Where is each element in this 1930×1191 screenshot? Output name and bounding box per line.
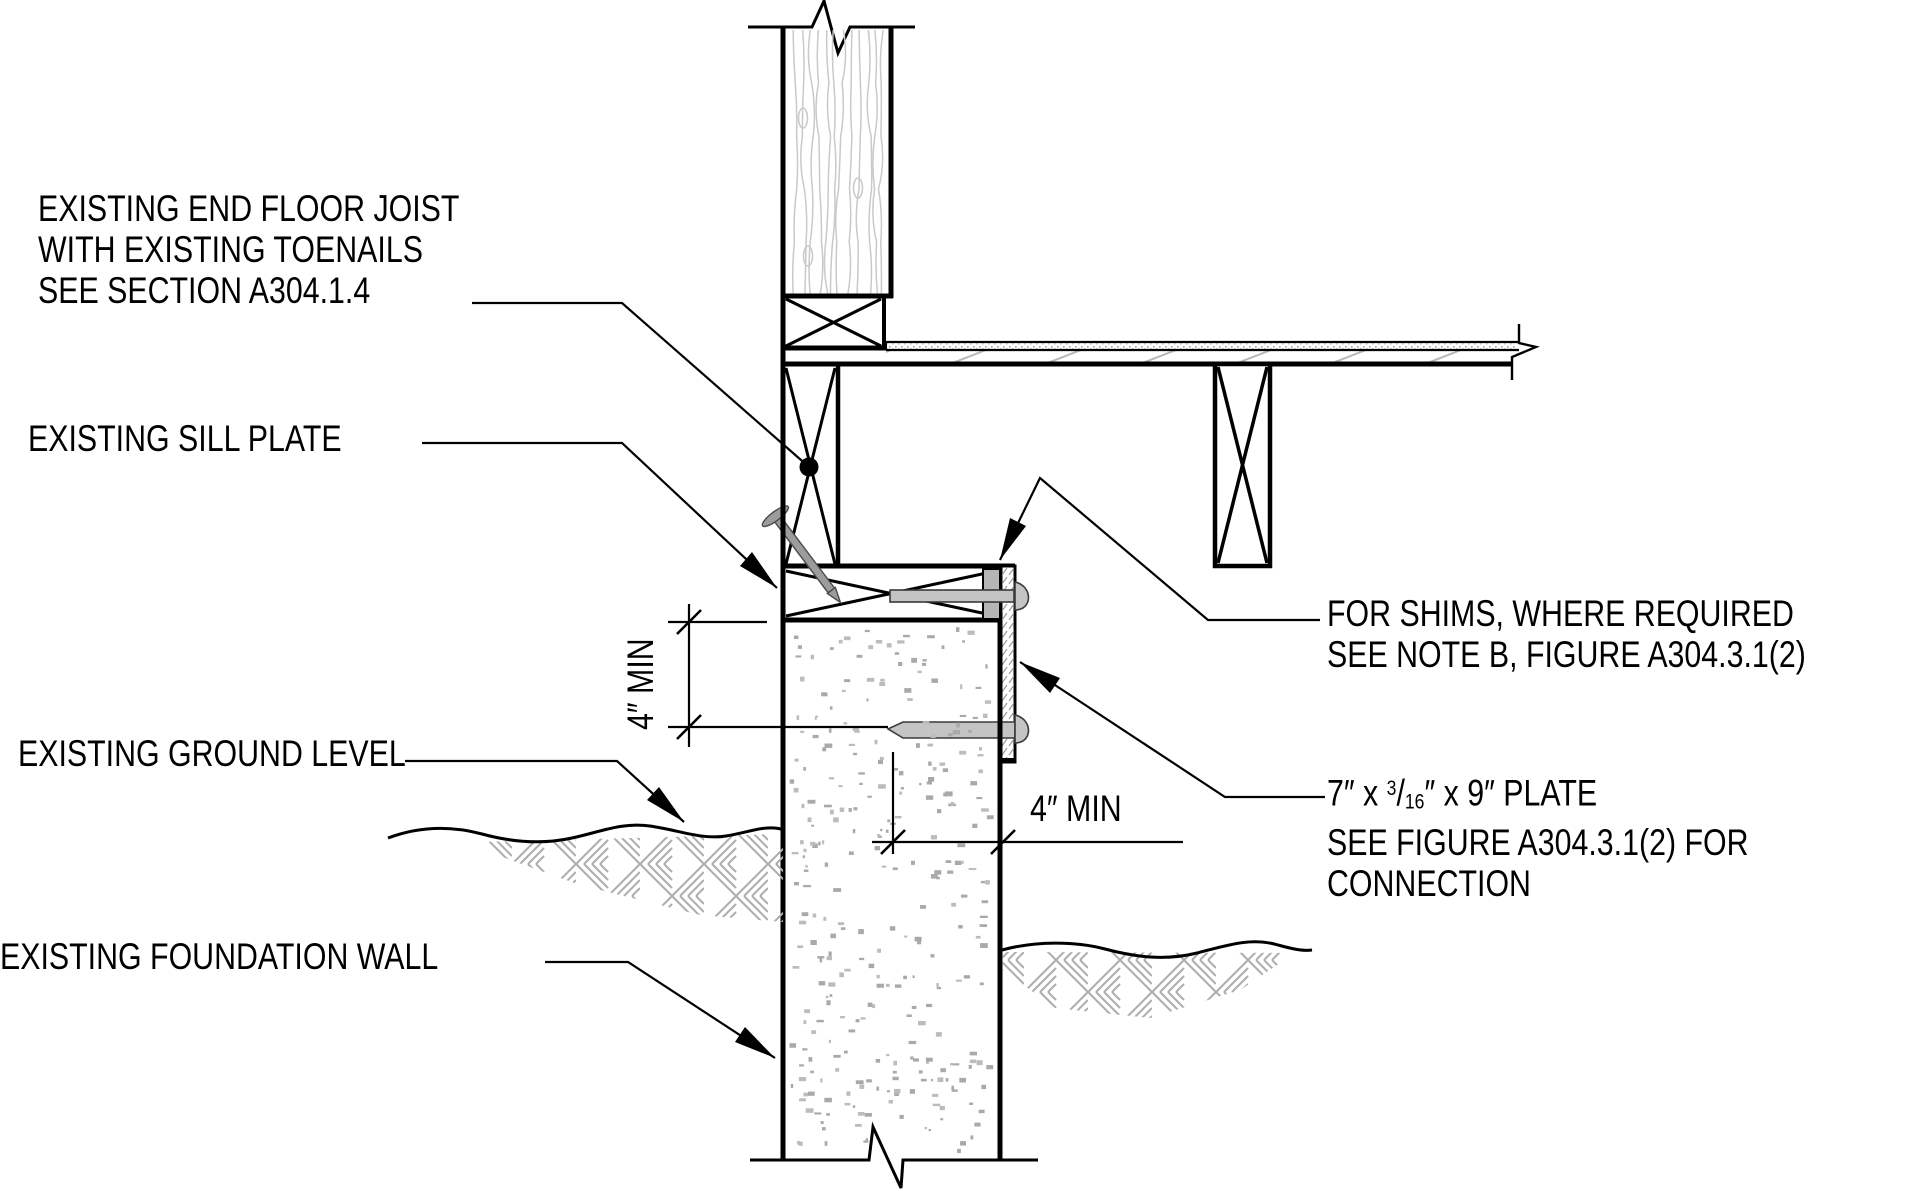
arrowhead-plate [1020,662,1060,693]
arrowhead-shims [1000,518,1026,560]
arrowhead-ground-level [647,787,684,822]
label-shims: FOR SHIMS, WHERE REQUIRED SEE NOTE B, FI… [1327,593,1806,675]
wall-bottom-plate [781,296,886,351]
fraction-numerator: 3 [1386,776,1397,800]
bottom-break-line [750,1121,1038,1189]
leader-shims [999,476,1320,622]
anchor-bolt [886,714,1030,744]
wood-grain [791,29,884,294]
label-line: SEE NOTE B, FIGURE A304.3.1(2) [1327,634,1806,675]
dimension-text-vertical: 4″ MIN [620,638,661,730]
dimension-text-horizontal: 4″ MIN [1030,788,1122,829]
label-line: EXISTING END FLOOR JOIST [38,188,460,229]
arrowhead-sill-plate [740,552,777,588]
label-ground-level: EXISTING GROUND LEVEL [18,733,406,774]
lag-screw [889,581,1030,611]
ground-left [387,823,783,922]
label-line: EXISTING GROUND LEVEL [18,733,406,774]
floor-break-line [1510,324,1540,380]
finish-floor [886,342,1516,350]
ground-right [1001,940,1313,1018]
fraction-denominator: 16 [1404,789,1425,814]
label-line: SEE SECTION A304.1.4 [38,270,371,311]
dimension-horizontal-4min [872,752,1183,855]
dimension-vertical-4min [668,604,888,747]
fraction-slash: / [1396,772,1405,814]
label-end-floor-joist: EXISTING END FLOOR JOIST WITH EXISTING T… [38,188,459,311]
floor-assembly [781,324,1540,380]
subfloor [886,350,1516,364]
leader-sill-plate [422,441,778,589]
label-line: WITH EXISTING TOENAILS [38,229,423,270]
label-line: SEE FIGURE A304.3.1(2) FOR [1327,822,1749,864]
label-foundation-wall: EXISTING FOUNDATION WALL [0,936,438,977]
leader-lines [405,301,1325,1059]
arrowhead-foundation-wall [735,1027,775,1058]
concrete-stipple [789,627,994,1154]
label-line: EXISTING FOUNDATION WALL [0,936,439,977]
leader-plate [1019,661,1325,799]
floor-joist [1212,361,1273,569]
label-line: EXISTING SILL PLATE [28,418,342,459]
label-sill-plate: EXISTING SILL PLATE [28,418,342,459]
steel-plate [999,564,1017,764]
stud-wall [748,0,915,299]
foundation-wall [750,620,1038,1189]
leader-arrowheads [647,518,1060,1058]
label-line: CONNECTION [1327,863,1531,905]
label-line: 7″ x 3/16″ x 9″ PLATE [1327,772,1598,814]
leader-foundation-wall [545,960,776,1059]
label-plate: 7″ x 3/16″ x 9″ PLATE SEE FIGURE A304.3.… [1327,768,1749,905]
leader-ground-level [405,759,685,823]
leader-end-floor-joist [472,301,810,468]
label-line: FOR SHIMS, WHERE REQUIRED [1327,593,1794,634]
top-break-line [748,0,915,58]
